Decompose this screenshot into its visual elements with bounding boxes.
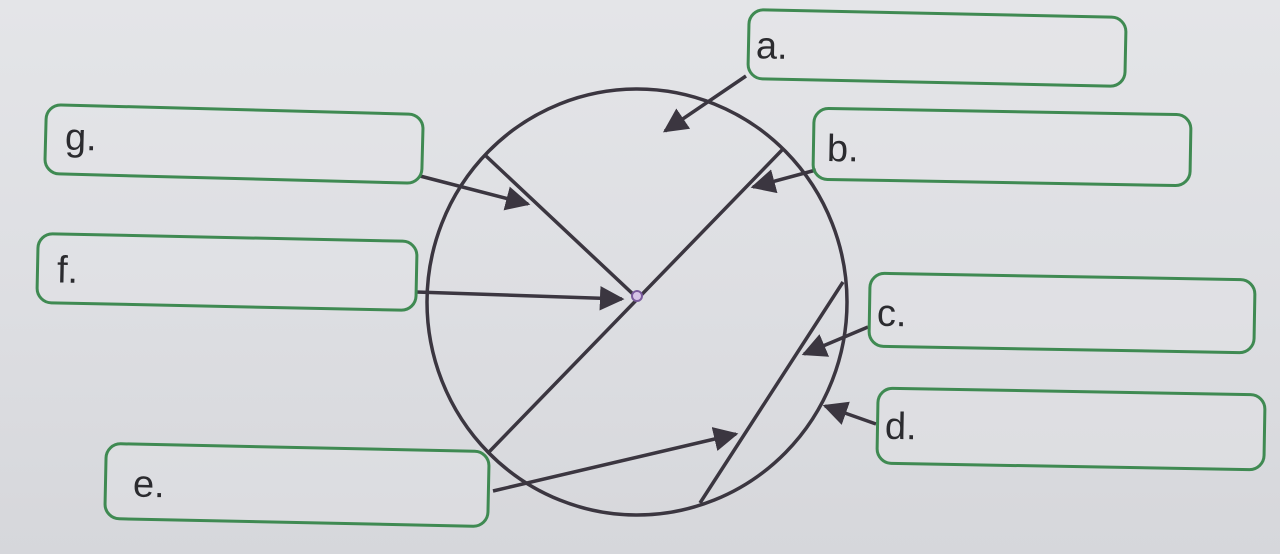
label-letter-e: e. (132, 463, 166, 507)
label-box-g[interactable]: g. (43, 103, 425, 185)
radius-line (484, 154, 637, 298)
label-letter-g: g. (64, 116, 98, 160)
label-box-c[interactable]: c. (867, 271, 1257, 355)
chord-line (698, 281, 845, 504)
label-letter-c: c. (876, 292, 907, 336)
label-box-f[interactable]: f. (35, 232, 419, 312)
label-letter-d: d. (884, 405, 918, 449)
arrow-a (662, 74, 747, 133)
label-letter-a: a. (755, 25, 789, 68)
arrow-b (750, 168, 817, 194)
arrow-g (419, 174, 531, 211)
center-point (631, 290, 643, 302)
arrow-e (492, 427, 739, 493)
label-box-b[interactable]: b. (811, 106, 1193, 188)
arrow-d (822, 401, 877, 426)
arrow-c (801, 325, 869, 357)
label-box-e[interactable]: e. (103, 441, 491, 529)
arrow-f (415, 286, 625, 311)
label-letter-f: f. (56, 249, 79, 292)
label-box-a[interactable]: a. (746, 8, 1128, 88)
circle-outline (425, 87, 849, 517)
label-box-d[interactable]: d. (875, 386, 1267, 472)
label-letter-b: b. (826, 127, 860, 171)
